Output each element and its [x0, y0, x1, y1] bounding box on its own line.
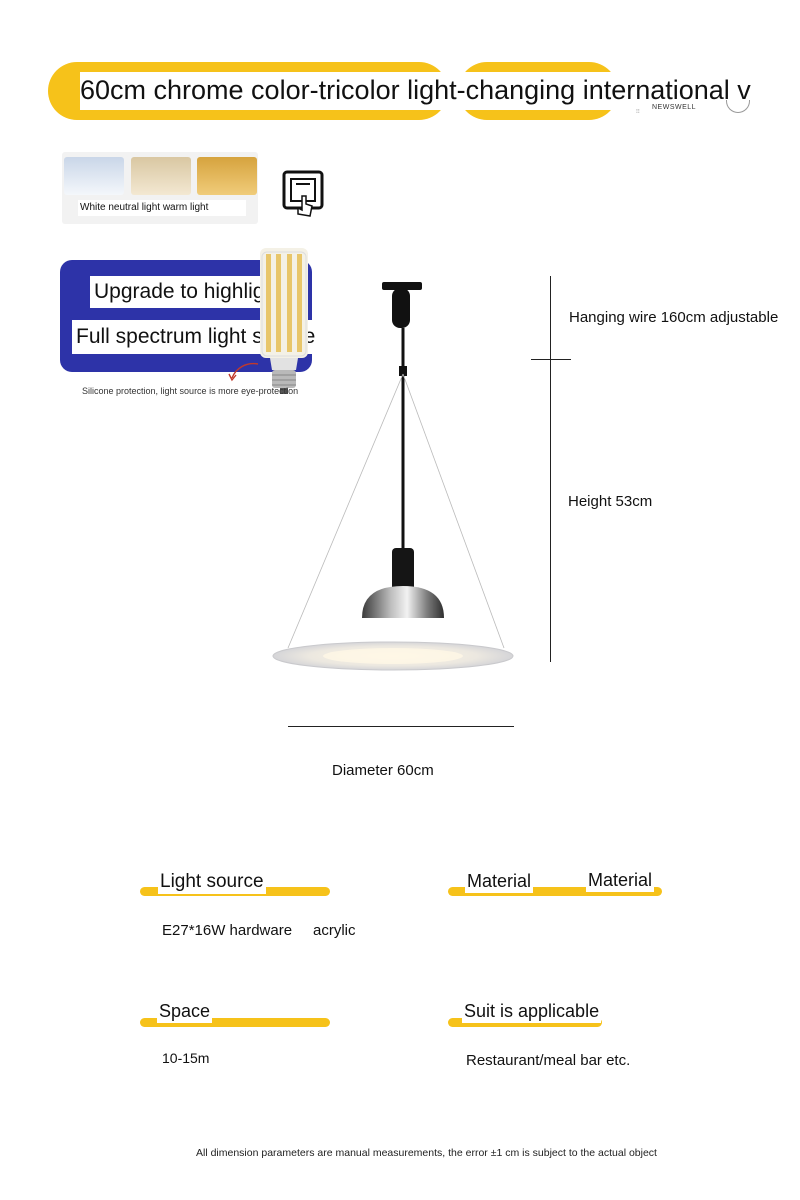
spec-label-light-source: Light source: [158, 870, 266, 894]
pointer-arrow-icon: [228, 362, 259, 382]
diameter-dimension-line: [288, 726, 514, 727]
spec-value-space: 10-15m: [162, 1050, 210, 1066]
spec-label-space: Space: [157, 999, 213, 1023]
swatch-white: [64, 157, 124, 195]
spec-label-material: Material: [465, 869, 534, 893]
spec-value-material: acrylic: [313, 922, 356, 939]
corn-bulb-image: [260, 248, 308, 394]
spec-value-applicable: Restaurant/meal bar etc.: [466, 1052, 631, 1069]
light-color-label: White neutral light warm light: [78, 200, 246, 216]
wall-switch-hand-icon: [282, 170, 324, 217]
diameter-label: Diameter 60cm: [332, 762, 434, 779]
brand-swirl-icon: [726, 100, 750, 113]
wire-dimension-tick: [531, 359, 571, 360]
pendant-lamp-image: [272, 282, 514, 671]
spec-bar-material: [448, 887, 662, 896]
upgrade-heading: Upgrade to highlight: [90, 276, 286, 308]
spec-label-material-2: Material: [586, 868, 655, 892]
hanging-wire-label: Hanging wire 160cm adjustable: [569, 309, 779, 326]
spec-bar-space: [140, 1018, 330, 1027]
page-title: 60cm chrome color-tricolor light-changin…: [80, 72, 800, 110]
spec-value-light-source: E27*16W hardware: [162, 922, 293, 939]
brand-mark-icon: ⁝⁝: [636, 109, 640, 115]
swatch-warm: [197, 157, 257, 195]
swatch-neutral: [131, 157, 191, 195]
spec-label-applicable: Suit is applicable: [462, 999, 602, 1023]
measurement-disclaimer: All dimension parameters are manual meas…: [196, 1147, 657, 1159]
brand-name: NEWSWELL: [652, 104, 697, 111]
height-label: Height 53cm: [568, 493, 653, 510]
height-dimension-line: [550, 276, 551, 662]
silicone-note: Silicone protection, light source is mor…: [82, 386, 299, 396]
